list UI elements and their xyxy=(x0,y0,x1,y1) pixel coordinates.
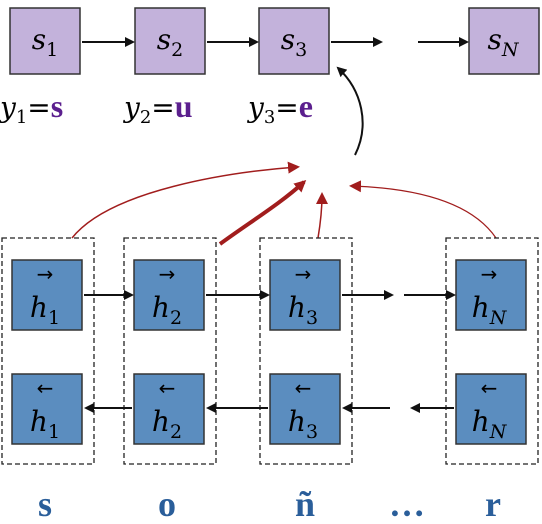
backward-state-3: ← h3 xyxy=(269,373,341,445)
output-2-token: u xyxy=(175,88,193,124)
decoder-state-n: sN xyxy=(468,7,540,75)
svg-text:h2: h2 xyxy=(152,405,182,443)
forward-2-base: h xyxy=(152,291,170,324)
decoder-state-n-base: s xyxy=(488,23,502,56)
output-label-2: y2=u xyxy=(122,88,193,128)
output-2-sub: 2 xyxy=(140,107,151,128)
svg-text:h3: h3 xyxy=(288,291,318,329)
output-2-eq: = xyxy=(151,91,174,124)
backward-n-base: h xyxy=(472,405,490,438)
encoder-column-3 xyxy=(259,237,353,465)
svg-text:h2: h2 xyxy=(152,291,182,329)
forward-2-arrow: → xyxy=(159,262,176,286)
forward-state-n: → hN xyxy=(455,259,527,331)
input-token-n: r xyxy=(485,484,501,524)
forward-state-1: → h1 xyxy=(11,259,83,331)
backward-1-base: h xyxy=(30,405,48,438)
decoder-state-1-base: s xyxy=(32,23,46,56)
forward-n-sub: N xyxy=(489,307,508,329)
svg-text:s3: s3 xyxy=(281,23,307,61)
backward-state-2: ← h2 xyxy=(133,373,205,445)
forward-1-arrow: → xyxy=(37,262,54,286)
forward-1-base: h xyxy=(30,291,48,324)
forward-1-sub: 1 xyxy=(48,307,60,329)
output-3-eq: = xyxy=(275,91,298,124)
decoder-state-1-sub: 1 xyxy=(46,39,58,61)
output-3-var: y xyxy=(246,91,265,124)
svg-text:s1: s1 xyxy=(32,23,58,61)
encoder-column-2 xyxy=(123,237,217,465)
svg-text:h1: h1 xyxy=(30,291,60,329)
output-label-3: y3=e xyxy=(246,88,313,128)
svg-text:h1: h1 xyxy=(30,405,60,443)
svg-text:h3: h3 xyxy=(288,405,318,443)
forward-state-3: → h3 xyxy=(269,259,341,331)
backward-2-arrow: ← xyxy=(159,376,176,400)
forward-state-2: → h2 xyxy=(133,259,205,331)
backward-2-base: h xyxy=(152,405,170,438)
backward-state-1: ← h1 xyxy=(11,373,83,445)
svg-text:hN: hN xyxy=(472,405,508,443)
forward-n-base: h xyxy=(472,291,490,324)
svg-text:sN: sN xyxy=(488,23,520,61)
backward-3-arrow: ← xyxy=(295,376,312,400)
encoder-column-n xyxy=(445,237,539,465)
output-1-sub: 1 xyxy=(16,107,27,128)
decoder-state-2-base: s xyxy=(157,23,171,56)
backward-3-base: h xyxy=(288,405,306,438)
encoder-column-1 xyxy=(1,237,95,465)
output-3-token: e xyxy=(299,88,313,124)
decoder-state-2-sub: 2 xyxy=(171,39,183,61)
decoder-state-1: s1 xyxy=(9,7,81,75)
backward-n-arrow: ← xyxy=(481,376,498,400)
backward-state-n: ← hN xyxy=(455,373,527,445)
input-token-2: o xyxy=(158,484,176,524)
svg-text:hN: hN xyxy=(472,291,508,329)
decoder-state-3: s3 xyxy=(258,7,330,75)
svg-text:s2: s2 xyxy=(157,23,183,61)
output-3-sub: 3 xyxy=(264,107,275,128)
decoder-state-2: s2 xyxy=(134,7,206,75)
output-1-var: y xyxy=(0,91,17,124)
context-to-decoder-arrow xyxy=(336,66,364,156)
output-label-1: y1=s xyxy=(0,88,63,128)
attention-arrow-n xyxy=(349,180,497,239)
forward-2-sub: 2 xyxy=(170,307,182,329)
backward-n-sub: N xyxy=(489,421,508,443)
decoder-state-3-base: s xyxy=(281,23,295,56)
backward-1-sub: 1 xyxy=(48,421,60,443)
forward-n-arrow: → xyxy=(481,262,498,286)
decoder-state-3-sub: 3 xyxy=(295,39,307,61)
input-token-1: s xyxy=(38,484,52,524)
backward-2-sub: 2 xyxy=(170,421,182,443)
input-token-ellipsis: … xyxy=(389,484,425,524)
backward-3-sub: 3 xyxy=(306,421,318,443)
attention-arrow-1 xyxy=(71,161,300,239)
attention-arrow-2 xyxy=(218,179,307,246)
backward-1-arrow: ← xyxy=(37,376,54,400)
forward-3-base: h xyxy=(288,291,306,324)
forward-3-sub: 3 xyxy=(306,307,318,329)
output-2-var: y xyxy=(122,91,141,124)
attention-arrow-3 xyxy=(315,192,328,239)
output-1-eq: = xyxy=(27,91,50,124)
forward-3-arrow: → xyxy=(295,262,312,286)
output-1-token: s xyxy=(51,88,63,124)
input-token-3: ñ xyxy=(295,484,315,524)
decoder-state-n-sub: N xyxy=(501,39,520,61)
